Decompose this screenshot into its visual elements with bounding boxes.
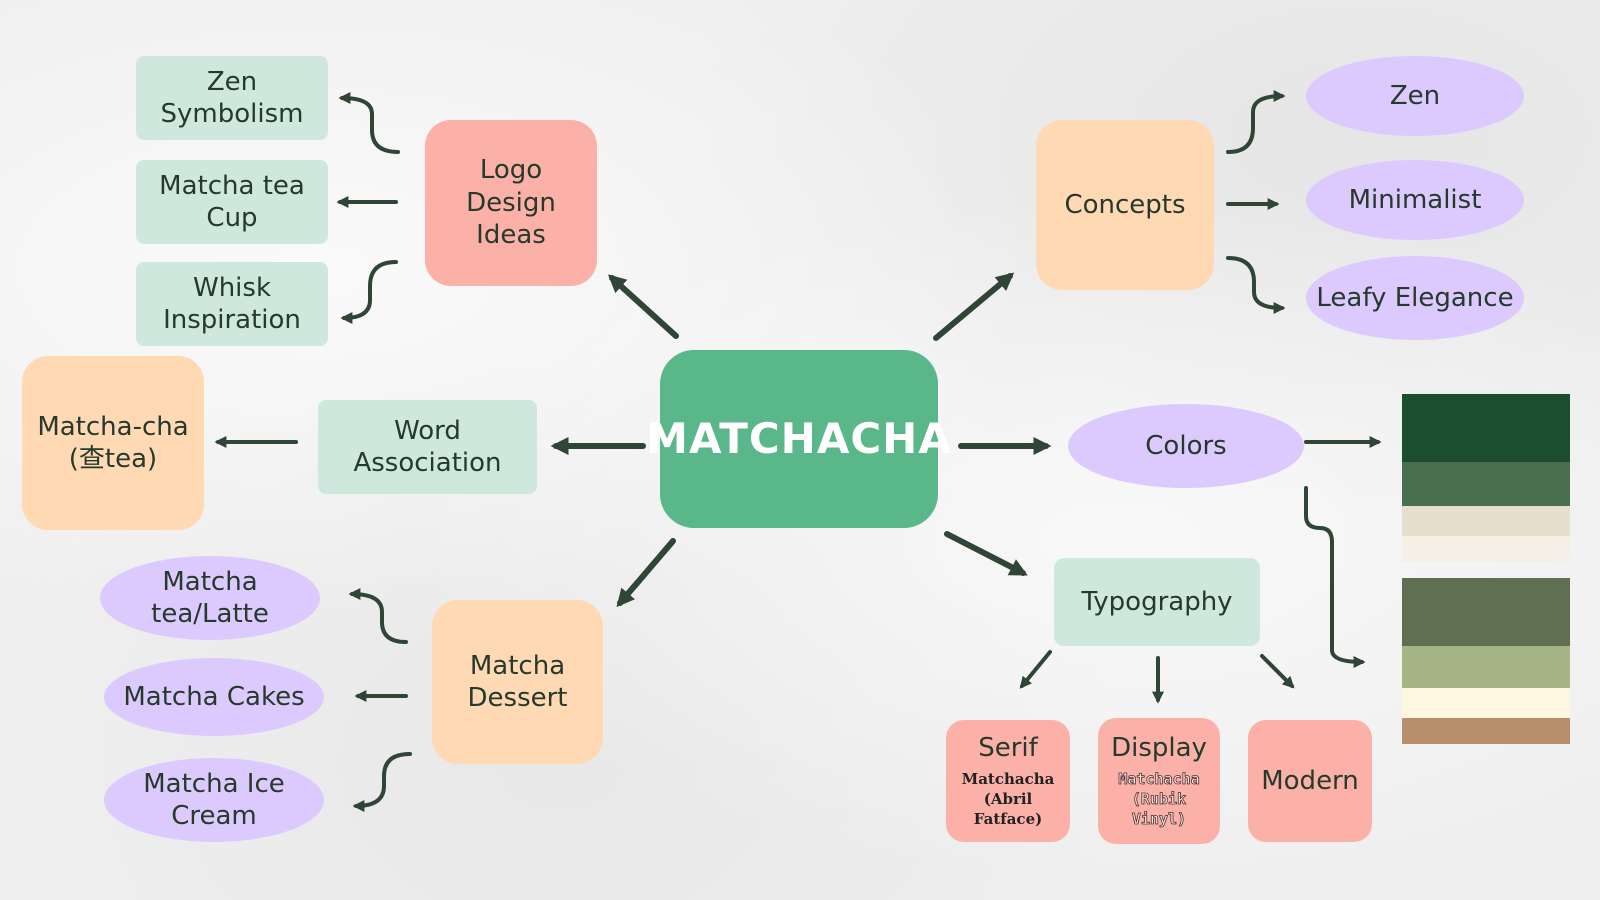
modern-node: Modern <box>1248 720 1372 842</box>
word-association-node: Word Association <box>318 400 537 494</box>
color-swatch-8 <box>1402 718 1570 744</box>
color-swatch-2 <box>1402 462 1570 506</box>
arrow-center-to-concepts <box>933 272 1015 341</box>
zen-node: Zen <box>1306 56 1524 136</box>
color-swatch-5 <box>1402 578 1570 646</box>
matcha-dessert-node: Matcha Dessert <box>432 600 603 764</box>
arrow-dessert-to-latte <box>348 588 408 644</box>
display-node: Display Matchacha (Rubik Vinyl) <box>1098 718 1220 844</box>
display-font-name: (Rubik Vinyl) <box>1131 790 1187 829</box>
matcha-cakes-label: Matcha Cakes <box>123 681 305 712</box>
serif-sample-text: Matchacha <box>961 769 1055 788</box>
arrow-dessert-to-ice-cream <box>352 752 412 812</box>
matcha-ice-cream-node: Matcha Ice Cream <box>104 758 324 842</box>
serif-label: Serif <box>978 733 1038 764</box>
color-swatch-1 <box>1402 394 1570 462</box>
color-swatch-7 <box>1402 688 1570 718</box>
matcha-latte-label: Matcha tea/Latte <box>151 566 269 630</box>
arrow-typography-to-modern <box>1260 654 1295 689</box>
whisk-inspiration-label: Whisk Inspiration <box>163 272 301 336</box>
arrow-center-to-typography <box>944 531 1028 576</box>
word-association-label: Word Association <box>353 415 502 479</box>
leafy-elegance-node: Leafy Elegance <box>1306 256 1524 340</box>
color-swatch-6 <box>1402 646 1570 688</box>
arrow-concepts-to-leafy <box>1226 256 1286 314</box>
whisk-inspiration-node: Whisk Inspiration <box>136 262 328 346</box>
concepts-node: Concepts <box>1036 120 1214 290</box>
arrow-center-to-logo <box>607 274 679 339</box>
color-swatch-4 <box>1402 536 1570 562</box>
matcha-ice-cream-label: Matcha Ice Cream <box>143 768 285 832</box>
display-sample-text: Matchacha <box>1118 769 1200 788</box>
arrow-logo-to-zen-symbolism <box>338 92 400 154</box>
matcha-cakes-node: Matcha Cakes <box>104 658 324 736</box>
typography-node: Typography <box>1054 558 1260 646</box>
arrow-center-to-dessert <box>616 538 676 608</box>
center-label: MATCHACHA <box>646 413 952 463</box>
zen-symbolism-label: Zen Symbolism <box>160 66 304 130</box>
display-label: Display <box>1111 733 1207 764</box>
serif-node: Serif Matchacha (Abril Fatface) <box>946 720 1070 842</box>
matcha-dessert-label: Matcha Dessert <box>467 650 568 714</box>
arrow-colors-down-to-palette <box>1304 486 1366 668</box>
center-node: MATCHACHA <box>646 350 951 528</box>
minimalist-label: Minimalist <box>1348 184 1482 215</box>
colors-node: Colors <box>1068 404 1304 488</box>
matcha-cha-node: Matcha-cha (查tea) <box>22 356 204 530</box>
typography-label: Typography <box>1081 586 1233 617</box>
arrow-concepts-to-zen <box>1226 90 1286 154</box>
zen-label: Zen <box>1389 80 1441 111</box>
matcha-latte-node: Matcha tea/Latte <box>100 556 320 640</box>
zen-symbolism-node: Zen Symbolism <box>136 56 328 140</box>
matcha-tea-cup-label: Matcha tea Cup <box>159 170 305 234</box>
color-swatch-3 <box>1402 506 1570 536</box>
arrow-typography-to-serif <box>1019 650 1052 689</box>
logo-design-ideas-label: Logo Design Ideas <box>466 155 556 251</box>
minimalist-node: Minimalist <box>1306 160 1524 240</box>
matcha-tea-cup-node: Matcha tea Cup <box>136 160 328 244</box>
matcha-cha-label: Matcha-cha (查tea) <box>37 411 189 475</box>
serif-font-name: (Abril Fatface) <box>973 790 1043 829</box>
arrow-logo-to-whisk <box>340 260 398 324</box>
logo-design-ideas-node: Logo Design Ideas <box>425 120 597 286</box>
modern-label: Modern <box>1261 765 1359 796</box>
leafy-elegance-label: Leafy Elegance <box>1316 282 1514 313</box>
concepts-label: Concepts <box>1064 189 1186 220</box>
colors-label: Colors <box>1145 430 1227 461</box>
